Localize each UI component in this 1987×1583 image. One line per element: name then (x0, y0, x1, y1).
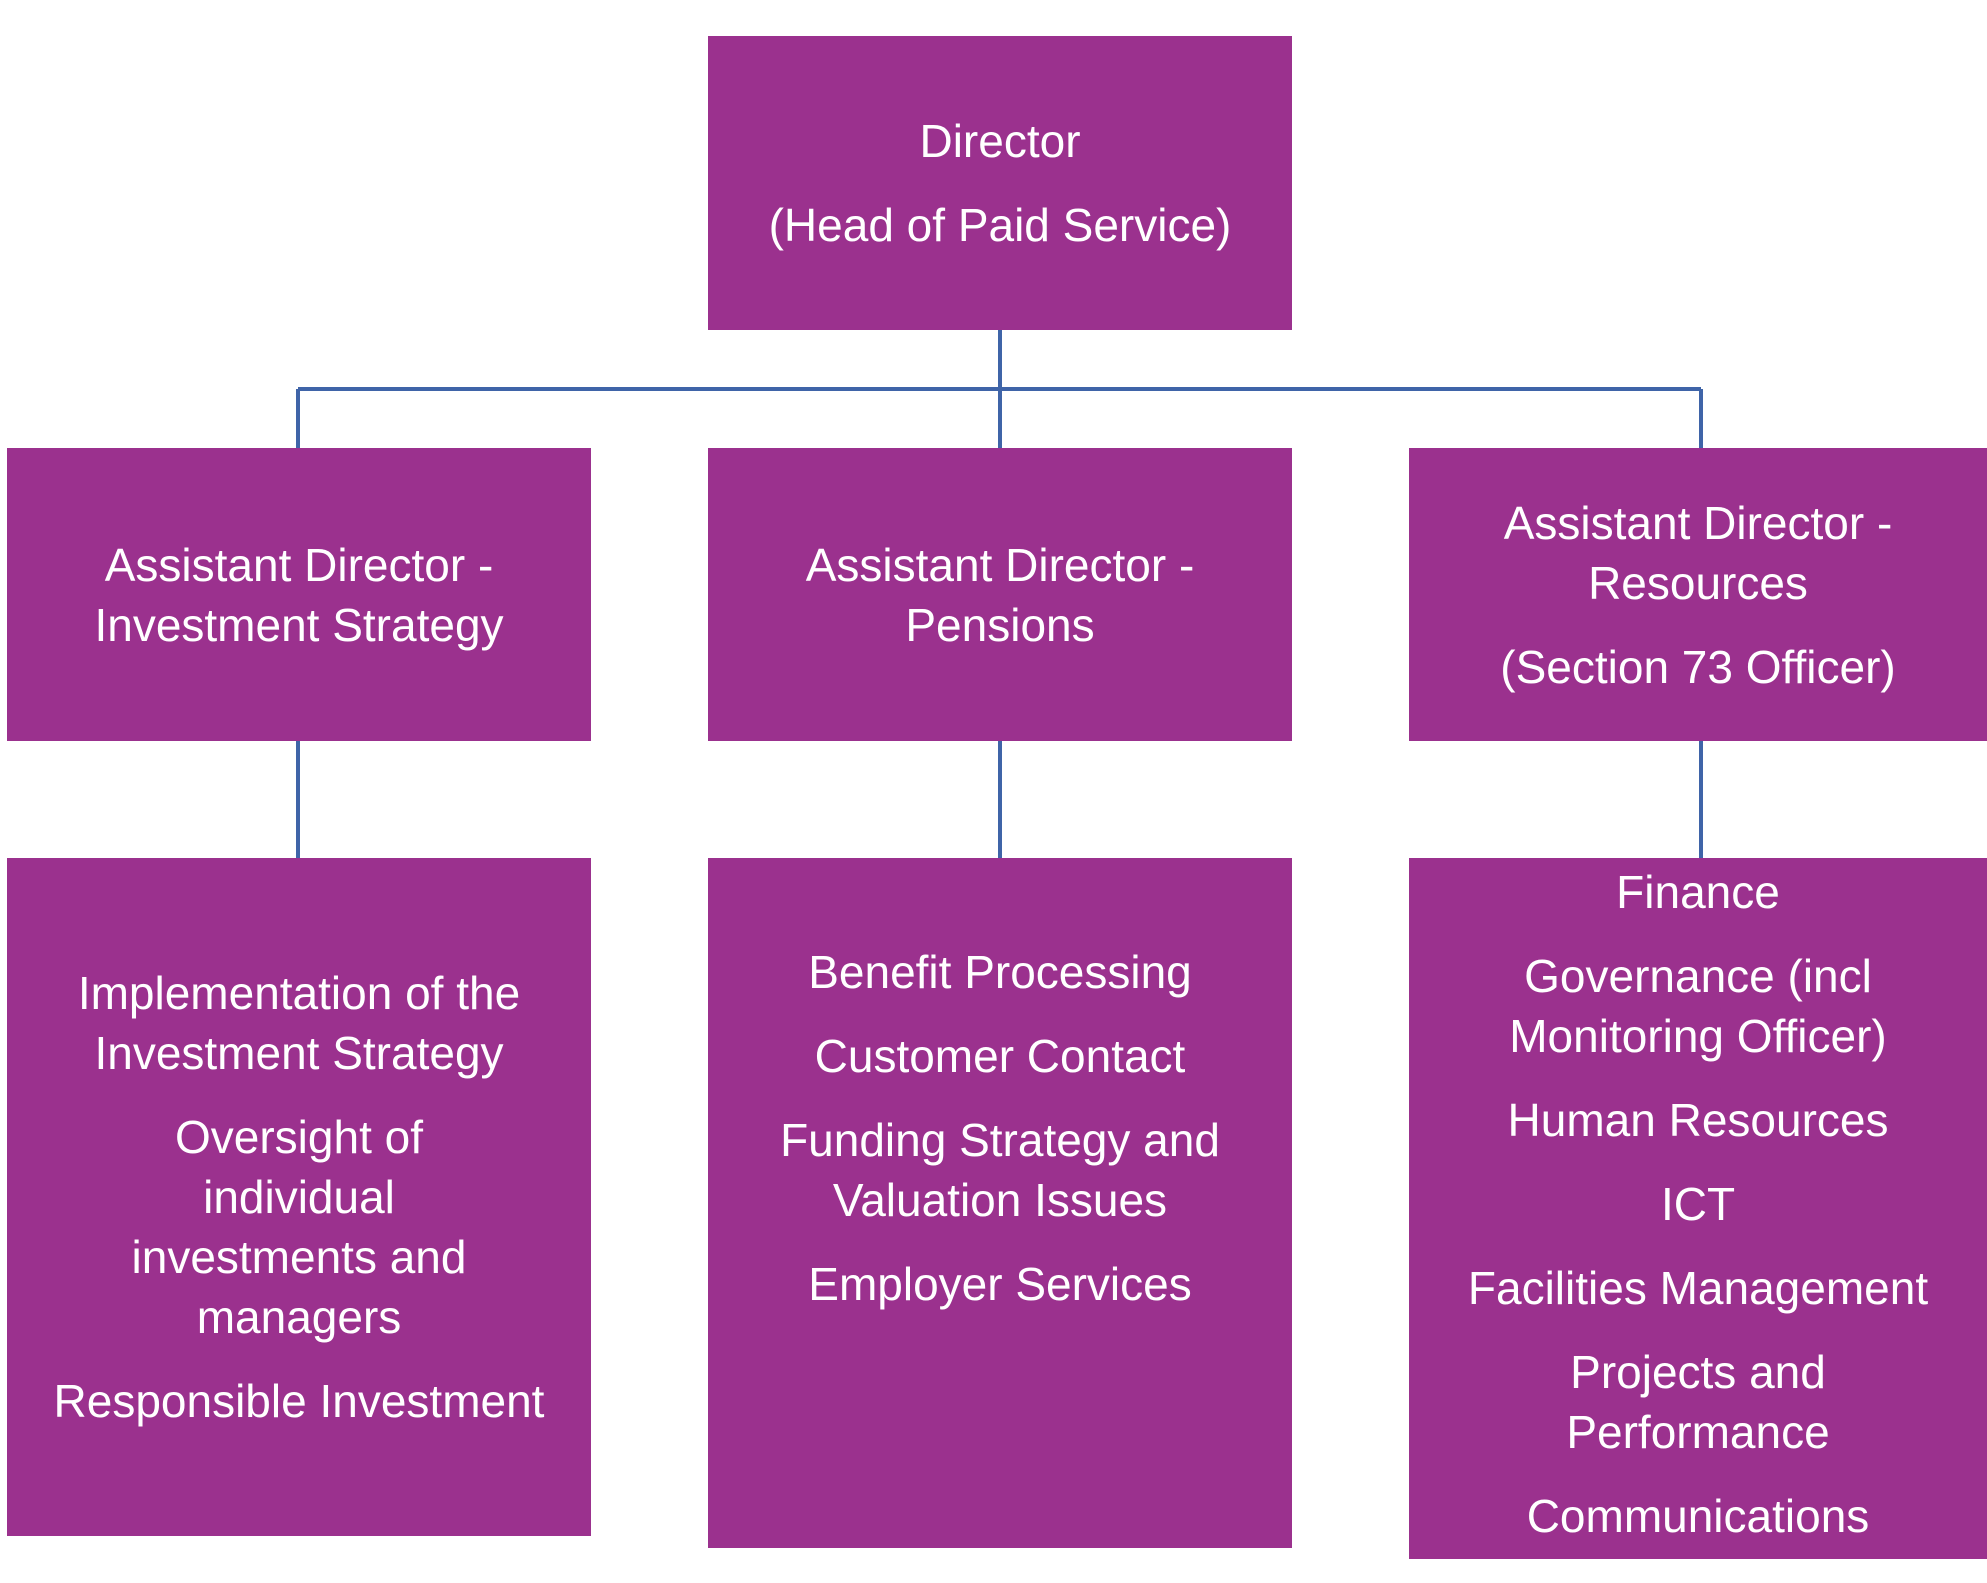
function-item: Funding Strategy and Valuation Issues (780, 1114, 1220, 1226)
function-item: Responsible Investment (53, 1375, 545, 1427)
function-item: Benefit Processing (808, 946, 1192, 998)
function-item: Finance (1616, 866, 1780, 918)
function-item: Projects and Performance (1566, 1346, 1830, 1458)
director-subtitle: (Head of Paid Service) (768, 199, 1232, 251)
assistant-director-resources-subtitle: (Section 73 Officer) (1500, 640, 1896, 693)
director-box: Director (Head of Paid Service) (708, 36, 1292, 330)
assistant-director-resources-box: Assistant Director - Resources (Section … (1409, 448, 1987, 741)
pensions-functions-box: Benefit Processing Customer Contact Fund… (708, 858, 1292, 1548)
assistant-director-resources-area: Resources (1588, 556, 1808, 609)
function-item: Implementation of the Investment Strateg… (77, 967, 521, 1079)
function-item: Communications (1526, 1490, 1870, 1542)
assistant-director-pensions-area: Pensions (905, 598, 1095, 651)
function-item: Human Resources (1507, 1094, 1889, 1146)
function-item: Oversight of individual investments and … (131, 1111, 467, 1343)
investment-functions-box: Implementation of the Investment Strateg… (7, 858, 591, 1536)
assistant-director-resources-title: Assistant Director - (1503, 496, 1893, 549)
function-item: Employer Services (808, 1258, 1192, 1310)
function-item: ICT (1660, 1178, 1736, 1230)
director-title: Director (919, 115, 1081, 167)
assistant-director-pensions-box: Assistant Director - Pensions (708, 448, 1292, 741)
function-item: Governance (incl Monitoring Officer) (1509, 950, 1887, 1062)
function-item: Customer Contact (814, 1030, 1186, 1082)
function-item: Facilities Management (1467, 1262, 1929, 1314)
assistant-director-investment-title: Assistant Director - (104, 538, 494, 591)
resources-functions-box: Finance Governance (incl Monitoring Offi… (1409, 858, 1987, 1559)
assistant-director-investment-box: Assistant Director - Investment Strategy (7, 448, 591, 741)
assistant-director-investment-area: Investment Strategy (94, 598, 504, 651)
assistant-director-pensions-title: Assistant Director - (805, 538, 1195, 591)
